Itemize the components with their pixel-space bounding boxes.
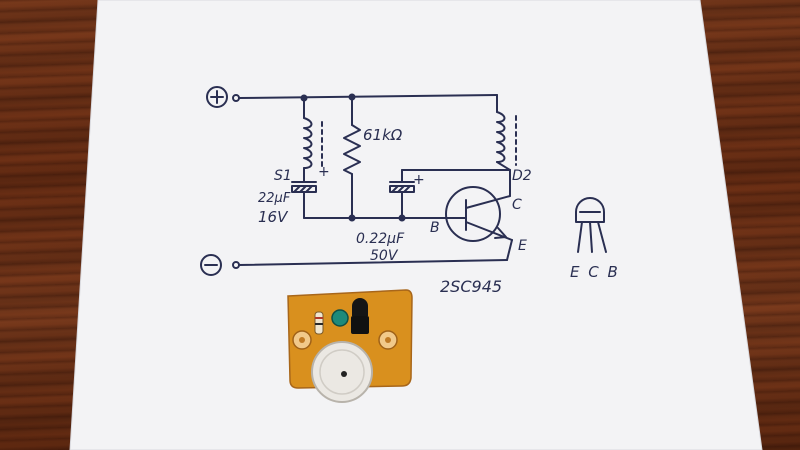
pin-b-label: B [430,220,440,236]
coil-s1 [303,117,313,169]
coil-d2-label: D2 [512,168,532,184]
pin-e-label: E [518,238,527,254]
cap1-value: 22µF [258,191,291,206]
positive-rail [238,94,498,99]
pinout-label: E C B [570,263,620,281]
pcb-transistor [352,298,368,316]
annotations: 61kΩ S1 D2 + 22µF 16V + 0.22µF 50V B C E… [258,126,620,296]
pcb-capacitor [331,309,349,327]
transistor-pinout-icon [575,197,605,223]
cap2-polarity: + [413,172,425,188]
resistor-label: 61kΩ [363,126,403,144]
coil-d2 [496,111,506,163]
cap1-polarity: + [318,164,330,180]
circuit-diagram [200,86,607,276]
pcb-board [287,289,413,403]
transistor-circle [445,186,501,242]
plus-terminal-icon [206,86,228,108]
resistor-61k [343,124,361,175]
cap2-voltage: 50V [370,248,399,264]
cap2-value: 0.22µF [356,231,405,247]
transistor-part-label: 2SC945 [440,277,502,296]
cap1-voltage: 16V [258,208,289,226]
minus-terminal-icon [200,254,222,276]
collector-lead [465,195,511,209]
pin-c-label: C [512,197,522,213]
coil-s1-label: S1 [274,168,292,184]
negative-rail [238,259,508,266]
paper-sheet [70,0,762,450]
